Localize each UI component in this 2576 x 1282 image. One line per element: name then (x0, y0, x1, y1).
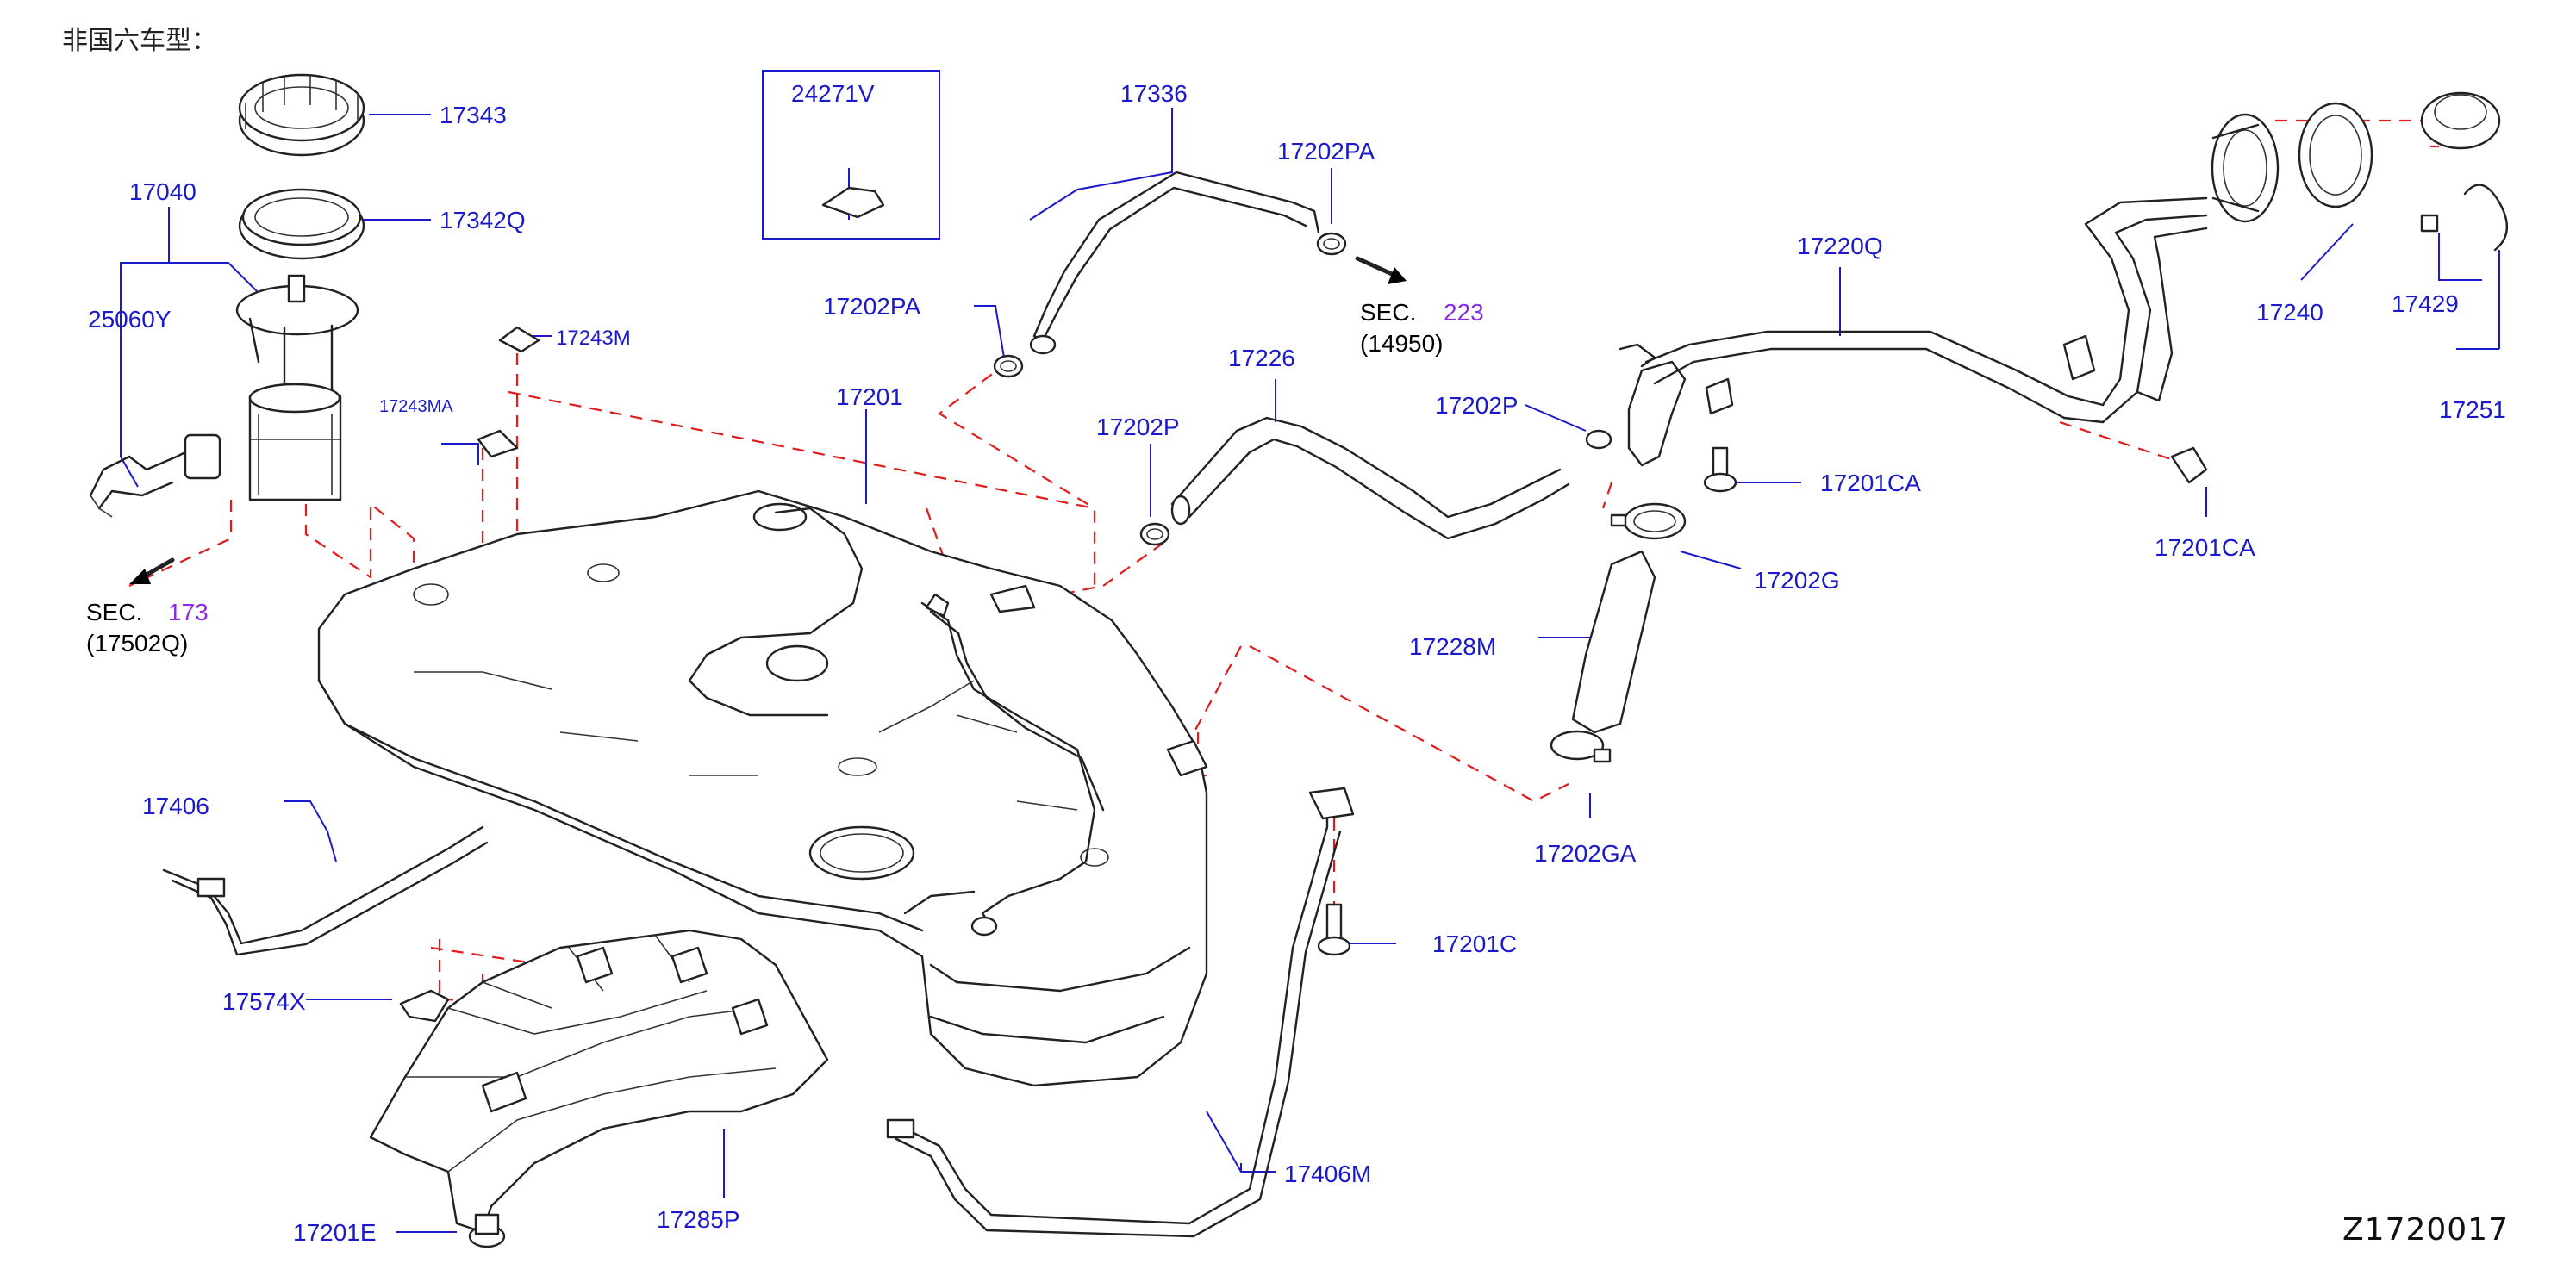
label-17429: 17429 (2392, 290, 2459, 317)
fuel-pump-17040 (235, 274, 359, 501)
header-note: 非国六车型： (62, 26, 217, 56)
part-labels: 17343 17342Q 17040 25060Y 17243M 17243MA… (86, 80, 2506, 1246)
label-24271V: 24271V (791, 80, 875, 107)
clamp-17202PA-top (1316, 232, 1347, 256)
section-173-prefix: SEC. (86, 599, 142, 625)
diagram-code: Z1720017 (2342, 1212, 2509, 1248)
label-17336: 17336 (1120, 80, 1188, 107)
label-17574X: 17574X (222, 988, 306, 1015)
label-17201CA-left: 17201CA (1820, 470, 1921, 496)
bolt-17201CA-left (1703, 446, 1737, 493)
label-17202GA: 17202GA (1534, 840, 1637, 867)
heat-shield-17285P (369, 929, 829, 1234)
bolt-17201C (1317, 903, 1351, 956)
label-17342Q: 17342Q (440, 207, 526, 233)
label-25060Y: 25060Y (88, 306, 172, 333)
label-17285P: 17285P (657, 1206, 740, 1233)
fuel-level-sensor-25060Y (89, 433, 221, 518)
label-17240: 17240 (2256, 299, 2323, 326)
section-223-prefix: SEC. (1360, 299, 1416, 326)
screw-17429 (2420, 214, 2439, 233)
label-17406: 17406 (142, 793, 209, 819)
label-17243MA: 17243MA (379, 397, 453, 416)
lock-ring-17343 (238, 73, 365, 157)
sealant-24271V (821, 186, 885, 219)
label-box-24271V (762, 70, 940, 240)
bracket-17574X (399, 989, 450, 1023)
strap-17406M (886, 787, 1355, 1238)
fuel-cap-17251 (2420, 91, 2509, 252)
label-17243M: 17243M (556, 327, 631, 350)
label-17251: 17251 (2439, 396, 2506, 423)
label-17201C: 17201C (1432, 930, 1517, 957)
label-17228M: 17228M (1409, 633, 1496, 660)
label-17202PA-top: 17202PA (1277, 138, 1375, 165)
label-17202P-right: 17202P (1435, 392, 1519, 419)
hose-17226 (1170, 416, 1570, 540)
label-17226: 17226 (1228, 345, 1295, 371)
filler-neck-17240 (2211, 102, 2373, 223)
label-17343: 17343 (440, 102, 507, 128)
label-17201CA-right: 17201CA (2155, 534, 2255, 561)
strap-17406 (162, 825, 489, 956)
hose-17228M (1571, 550, 1656, 734)
label-17040: 17040 (129, 178, 196, 205)
clamp-17202P-right (1585, 429, 1612, 450)
section-223-ref: (14950) (1360, 330, 1444, 357)
label-17202P-left: 17202P (1096, 414, 1180, 440)
evap-tube-17336 (1029, 171, 1320, 355)
label-17202PA-left: 17202PA (823, 293, 920, 320)
label-17406M: 17406M (1284, 1161, 1371, 1187)
section-223-number: 223 (1444, 299, 1484, 326)
label-17201E: 17201E (293, 1219, 377, 1246)
clamp-17202PA-left (993, 354, 1024, 378)
clip-17201E (468, 1213, 506, 1248)
fuel-tank-17201 (317, 489, 1208, 1087)
label-17201: 17201 (836, 383, 903, 410)
clamp-17202G (1610, 502, 1687, 540)
patch-17243MA (477, 429, 519, 458)
label-17202G: 17202G (1754, 567, 1840, 594)
section-173-arrow (129, 557, 175, 584)
gasket-17342Q (238, 188, 365, 260)
leader-lines (120, 108, 2500, 1233)
bolt-17201CA-right (2170, 446, 2208, 484)
section-223-arrow (1355, 256, 1407, 284)
section-173-number: 173 (168, 599, 209, 625)
filler-tube-17220Q (1619, 196, 2208, 467)
section-173-ref: (17502Q) (86, 630, 188, 657)
patch-17243M (498, 326, 540, 353)
label-17220Q: 17220Q (1797, 233, 1883, 259)
clamp-17202P-left (1139, 522, 1170, 546)
clamp-17202GA (1550, 730, 1612, 763)
